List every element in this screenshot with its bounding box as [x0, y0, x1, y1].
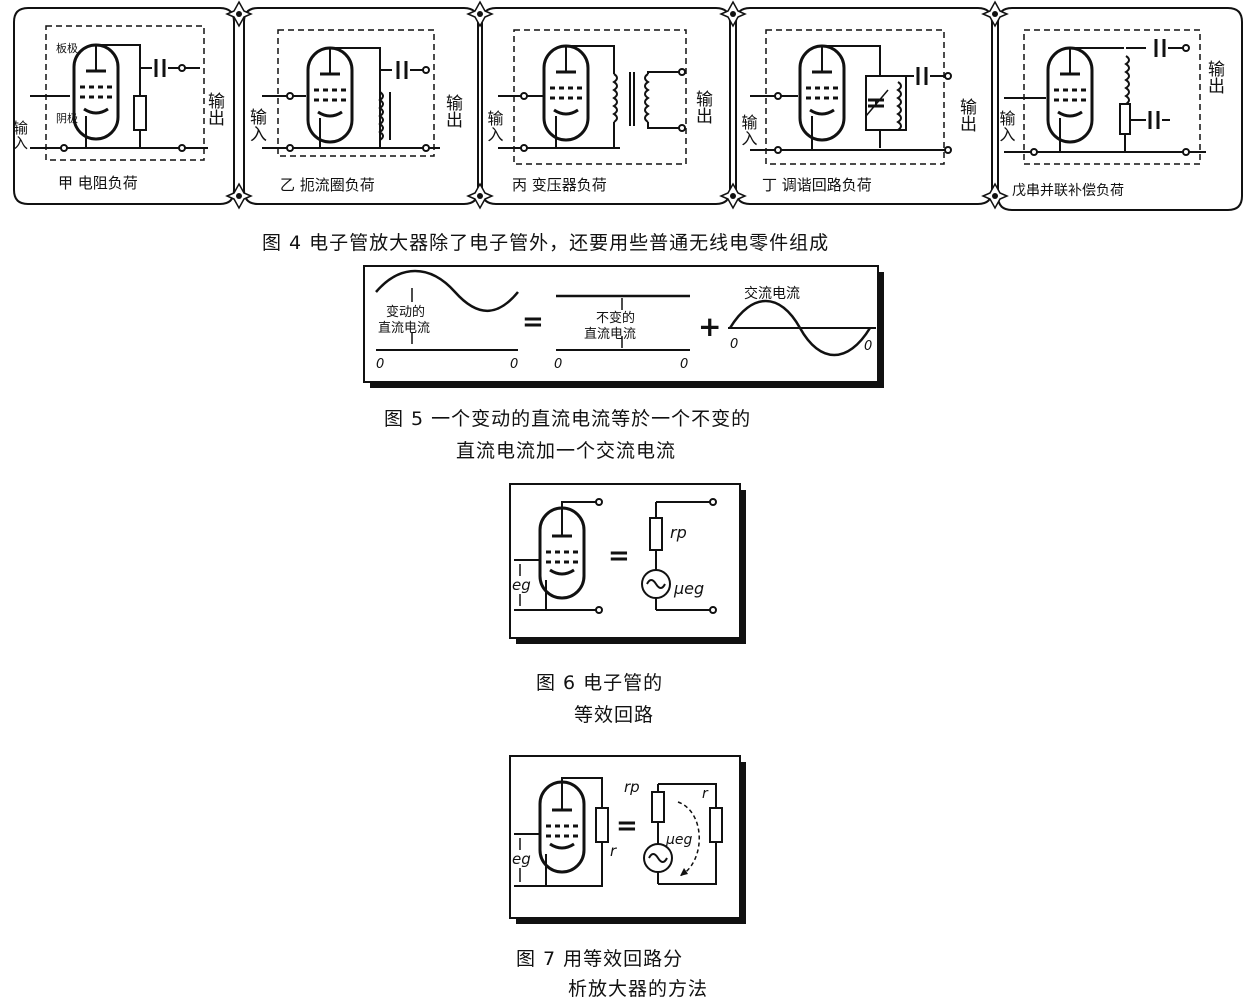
- fig4-panel-2-caption: 乙 扼流圈负荷: [280, 176, 375, 194]
- fig5-steady-dc-line2: 直流电流: [584, 327, 636, 342]
- fig5-ac-label: 交流电流: [744, 285, 800, 302]
- fig4-panel-frame-4: [735, 7, 993, 205]
- fig7-eg-label: eg: [512, 850, 531, 868]
- fig7-r-label-left: r: [610, 842, 617, 860]
- fig4-panel-1-output-label: 输出: [204, 92, 225, 126]
- fig5-caption-line2: 直流电流加一个交流电流: [456, 440, 677, 462]
- fig5-origin-1: 0: [376, 357, 384, 372]
- fig4-panel-5-caption: 戊串并联补偿负荷: [1012, 183, 1124, 199]
- fig5-steady-dc-line1: 不变的: [596, 310, 635, 326]
- fig4-panel-3-output-label: 输出: [692, 90, 713, 124]
- fig5-equals-sign: =: [522, 307, 544, 337]
- fig5-end-2: 0: [680, 357, 688, 372]
- fig5-steady-dc-label: 不变的 直流电流: [584, 310, 639, 342]
- fig4-panel-5-output-label: 输出: [1204, 60, 1225, 94]
- fig4-panel-1: 板极 阴极 输入 输出 甲 电阻负荷: [11, 25, 225, 192]
- fig7-caption-line2: 析放大器的方法: [568, 978, 709, 1000]
- fig4-panel-5: 输入 输出 戊串并联补偿负荷: [997, 29, 1225, 199]
- fig4-diagram: 板极 阴极 输入 输出 甲 电阻负荷 输入 输出 乙 扼流圈负荷: [11, 1, 1243, 211]
- fig4-panel-2-input-label: 输入: [246, 108, 267, 142]
- fig4-panel-1-plate-label: 板极: [56, 41, 78, 55]
- fig5-caption-line1: 图 5 一个变动的直流电流等於一个不变的: [384, 408, 752, 430]
- fig4-panel-2: 输入 输出 乙 扼流圈负荷: [246, 29, 463, 194]
- fig4-panel-frame-1: [13, 7, 235, 205]
- fig5-end-3: 0: [864, 339, 872, 354]
- fig5-origin-2: 0: [554, 357, 562, 372]
- fig5-plus-sign: +: [698, 310, 721, 343]
- fig7-diagram: eg r = rp μeg r: [509, 755, 746, 924]
- fig6-rp-label: rp: [670, 523, 687, 542]
- fig6-caption-line1: 图 6 电子管的: [536, 672, 664, 694]
- fig5-origin-3: 0: [730, 337, 738, 352]
- fig5-end-1: 0: [510, 357, 518, 372]
- fig6-eg-label: eg: [512, 576, 531, 594]
- fig4-panel-4-caption: 丁 调谐回路负荷: [762, 176, 872, 194]
- fig5-varying-dc-line1: 变动的: [386, 304, 425, 320]
- fig5-diagram: 变动的 直流电流 0 0 = 不变的 直流电流 0 0 + 交流电流 0 0: [363, 265, 884, 388]
- fig4-panel-3-input-label: 输入: [485, 110, 504, 142]
- fig6-caption-line2: 等效回路: [574, 704, 655, 726]
- fig7-caption-line1: 图 7 用等效回路分: [516, 948, 684, 970]
- fig6-equals-sign: =: [608, 541, 630, 571]
- fig4-panel-4: 输入 输出 丁 调谐回路负荷: [739, 29, 977, 194]
- fig4-panel-1-input-label: 输入: [11, 120, 29, 150]
- fig4-panel-1-cathode-label: 阴极: [56, 111, 78, 125]
- fig7-rp-label: rp: [624, 778, 640, 796]
- fig4-caption: 图 4 电子管放大器除了电子管外，还要用些普通无线电零件组成: [262, 232, 830, 254]
- fig7-equals-sign: =: [616, 811, 638, 841]
- fig7-mueg-label: μeg: [665, 832, 693, 848]
- fig4-panel-5-input-label: 输入: [997, 110, 1016, 142]
- fig5-varying-dc-label: 变动的 直流电流: [378, 304, 430, 336]
- fig6-mueg-label: μeg: [673, 579, 704, 598]
- fig7-r-label-right: r: [702, 786, 709, 802]
- fig4-panel-1-caption: 甲 电阻负荷: [58, 174, 138, 192]
- fig4-panel-4-input-label: 输入: [739, 114, 758, 146]
- fig4-panel-2-output-label: 输出: [442, 94, 463, 128]
- fig6-diagram: eg = rp μeg: [509, 483, 746, 644]
- fig5-varying-dc-line2: 直流电流: [378, 321, 430, 336]
- fig4-panel-3: 输入 输出 丙 变压器负荷: [485, 29, 713, 194]
- fig4-panel-4-output-label: 输出: [956, 98, 977, 132]
- fig4-panel-3-caption: 丙 变压器负荷: [512, 176, 607, 194]
